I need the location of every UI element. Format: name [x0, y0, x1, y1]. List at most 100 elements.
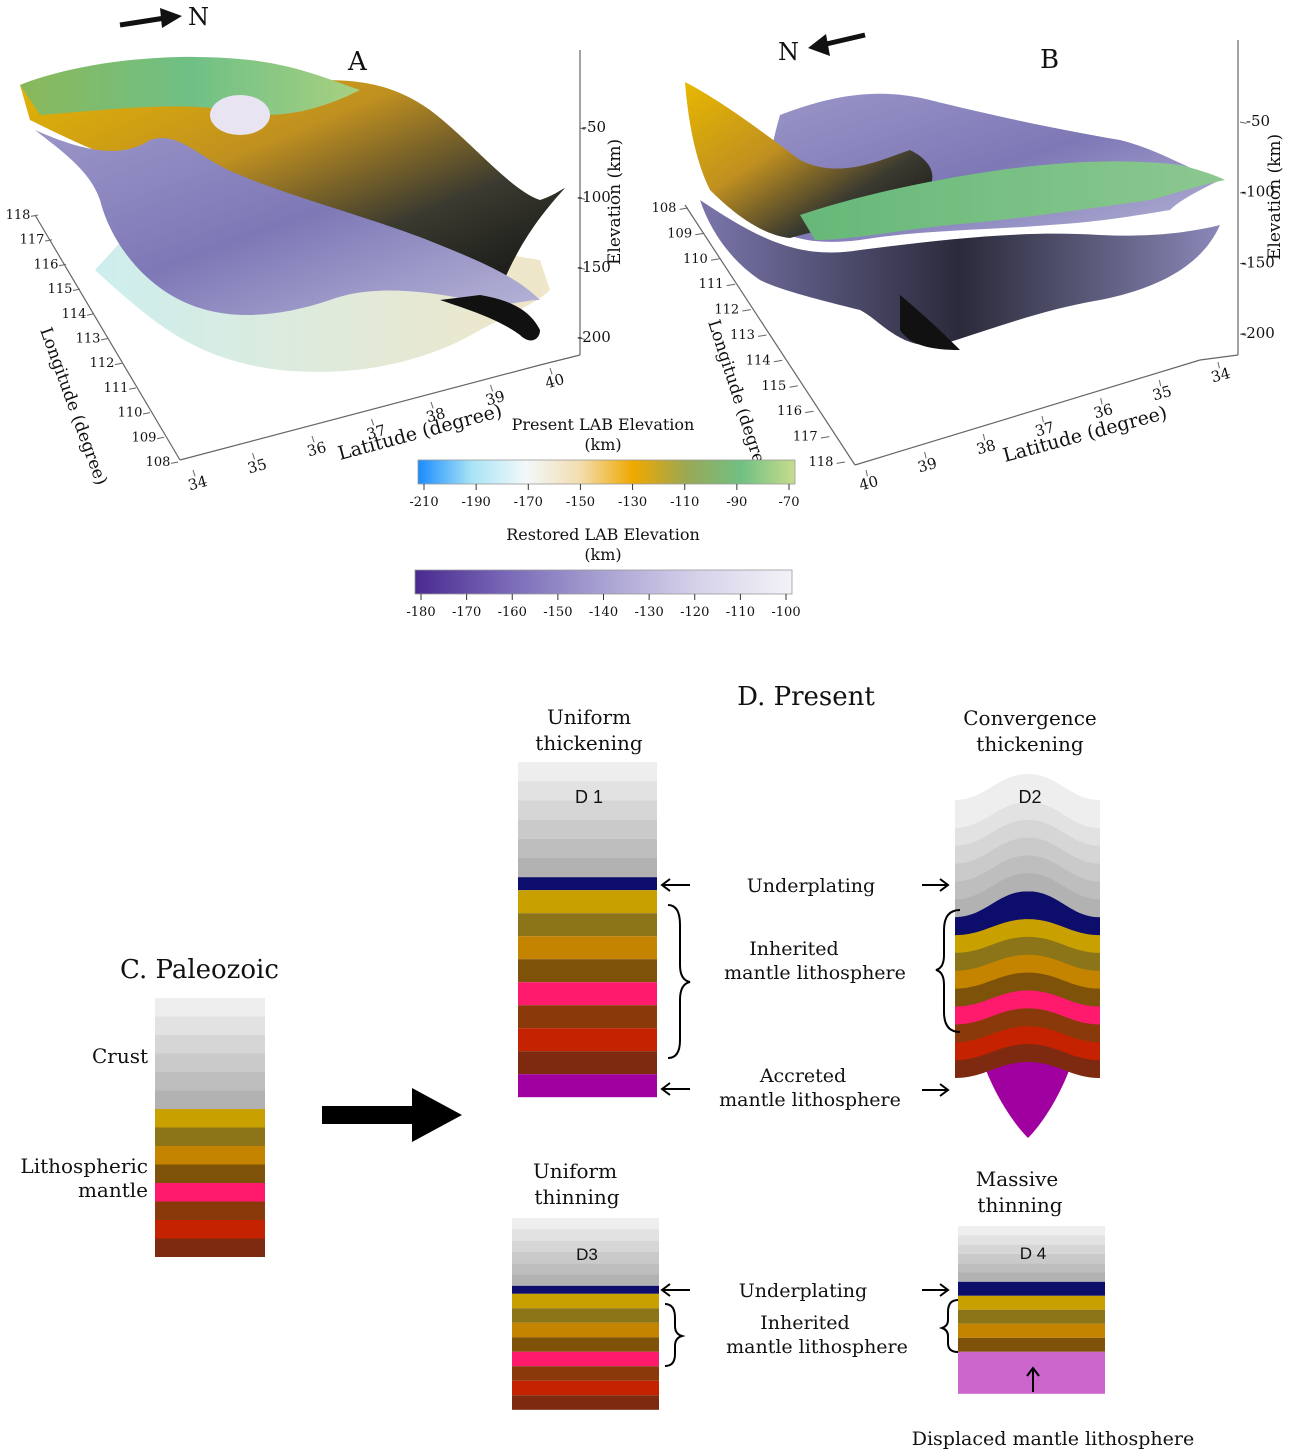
- longitude-b-tick-label: 111: [699, 277, 724, 292]
- d3-crust-layer: [512, 1218, 659, 1230]
- d4-title-1: Massive: [976, 1167, 1058, 1191]
- d4-underplating-layer: [958, 1281, 1105, 1296]
- legend-present-tick-label: -150: [566, 495, 595, 510]
- d1-crust-layer: [518, 858, 657, 878]
- latitude-b-tick-mark: [1217, 361, 1220, 369]
- upper-underplating-label: Underplating: [747, 875, 875, 897]
- lower-inherited-label-2: mantle lithosphere: [726, 1336, 908, 1358]
- legend-restored-tick-label: -130: [635, 605, 664, 620]
- longitude-a-tick-mark: [170, 461, 179, 464]
- d2-title-1: Convergence: [963, 706, 1096, 730]
- longitude-b-tick-label: 114: [746, 353, 771, 368]
- longitude-a-tick-label: 117: [20, 233, 45, 248]
- elevation-axis-a: -50-100-150-200: [577, 118, 611, 346]
- paleozoic-mantle-layer: [155, 1127, 265, 1146]
- latitude-title-a: Latitude (degree): [336, 400, 505, 465]
- d1-mantle-layer: [518, 1028, 657, 1052]
- longitude-a-tick-label: 114: [62, 307, 87, 322]
- latitude-b-tick-mark: [865, 469, 868, 477]
- latitude-a-tick-label: 36: [305, 438, 328, 460]
- d1-crust-layer: [518, 762, 657, 782]
- d1-crust-layer: [518, 800, 657, 820]
- legend-present-tick-label: -70: [779, 495, 800, 510]
- legend-restored-title-2: (km): [584, 545, 621, 564]
- north-arrow-b: N: [778, 32, 866, 66]
- upper-accreted-label-1: Accreted: [759, 1065, 846, 1087]
- legend-present-title-2: (km): [584, 435, 621, 454]
- d4-crust-layer: [958, 1263, 1105, 1273]
- legend-restored-colorbar: [414, 569, 793, 595]
- paleozoic-crust-layer: [155, 1035, 265, 1054]
- d3-column: [512, 1218, 659, 1410]
- evolution-arrow: [322, 1088, 462, 1142]
- d3-title-2: thinning: [534, 1185, 619, 1209]
- d4-crust-layer: [958, 1235, 1105, 1245]
- longitude-a-tick-mark: [72, 288, 81, 291]
- d1-mantle-layer: [518, 913, 657, 937]
- legend-present-tick-label: -90: [726, 495, 747, 510]
- elevation-a-tick-mark: [579, 267, 586, 270]
- north-label-b: N: [778, 38, 799, 66]
- restored-patch-a: [210, 95, 270, 135]
- elevation-b-tick-label: -150: [1241, 253, 1275, 271]
- latitude-b-tick-mark: [1041, 415, 1044, 423]
- latitude-a-tick-label: 38: [424, 404, 447, 426]
- legend-restored-tick-label: -160: [498, 605, 527, 620]
- lab-surfaces-b: [685, 82, 1225, 350]
- axes-box-b: [684, 40, 1239, 466]
- longitude-b-tick-mark: [758, 334, 767, 337]
- latitude-a-tick-mark: [311, 435, 315, 443]
- legend-restored-tick-label: -180: [406, 605, 435, 620]
- longitude-b-tick-label: 116: [777, 404, 802, 419]
- latitude-a-tick-mark: [549, 367, 553, 375]
- d3-mantle-layer: [512, 1308, 659, 1323]
- longitude-b-tick-mark: [742, 309, 751, 312]
- paleozoic-crust-layer: [155, 1016, 265, 1035]
- longitude-b-tick-label: 118: [809, 455, 834, 470]
- d1-mantle-layer: [518, 1005, 657, 1029]
- latitude-a-tick-label: 34: [186, 472, 209, 494]
- latitude-a-tick-mark: [490, 384, 494, 392]
- latitude-b-tick-label: 37: [1033, 418, 1056, 440]
- legend-restored-tick-label: -120: [680, 605, 709, 620]
- latitude-b-tick-label: 40: [857, 472, 880, 494]
- d3-mantle-layer: [512, 1366, 659, 1381]
- paleozoic-crust-layer: [155, 998, 265, 1017]
- paleozoic-mantle-layer: [155, 1109, 265, 1128]
- d3-crust-layer: [512, 1263, 659, 1275]
- lower-annotations: Underplating Inherited mantle lithospher…: [660, 1280, 1194, 1450]
- elevation-a-tick-mark: [579, 197, 586, 200]
- longitude-a-tick-label: 116: [34, 257, 59, 272]
- paleozoic-crust-layer: [155, 1053, 265, 1072]
- d3-crust-layer: [512, 1229, 659, 1241]
- latitude-a-tick-label: 40: [543, 370, 566, 392]
- legend-restored: Restored LAB Elevation (km) -180-170-160…: [406, 525, 800, 620]
- panel-a-label: A: [347, 47, 368, 77]
- panel-c: C. Paleozoic Crust Lithospheric mantle: [20, 955, 462, 1257]
- d3-mantle-layer: [512, 1337, 659, 1352]
- upper-accreted-label-2: mantle lithosphere: [719, 1089, 901, 1111]
- longitude-b-tick-mark: [805, 410, 814, 414]
- longitude-a-tick-mark: [30, 214, 39, 217]
- longitude-b-tick-mark: [789, 385, 798, 388]
- legend-present-title-1: Present LAB Elevation: [512, 415, 695, 434]
- north-arrow-a: N: [119, 3, 209, 31]
- latitude-b-tick-label: 38: [974, 436, 997, 458]
- d1-mantle-layer: [518, 936, 657, 960]
- panel-b-label: B: [1040, 45, 1059, 75]
- d4-column: [958, 1226, 1105, 1394]
- latitude-b-tick-mark: [1158, 379, 1162, 387]
- d3-crust-layer: [512, 1240, 659, 1252]
- d4-title-2: thinning: [977, 1193, 1062, 1217]
- longitude-a-tick-label: 112: [90, 356, 115, 371]
- longitude-b-tick-mark: [710, 258, 720, 261]
- latitude-b-tick-mark: [1100, 397, 1103, 405]
- longitude-a-tick-mark: [100, 338, 109, 341]
- present-surface-green-b: [800, 161, 1225, 240]
- longitude-b-tick-mark: [695, 232, 704, 236]
- crust-label: Crust: [92, 1044, 148, 1068]
- longitude-b-tick-mark: [726, 283, 736, 287]
- legend-present-tick-label: -210: [409, 495, 438, 510]
- legend-present-tick-label: -190: [462, 495, 491, 510]
